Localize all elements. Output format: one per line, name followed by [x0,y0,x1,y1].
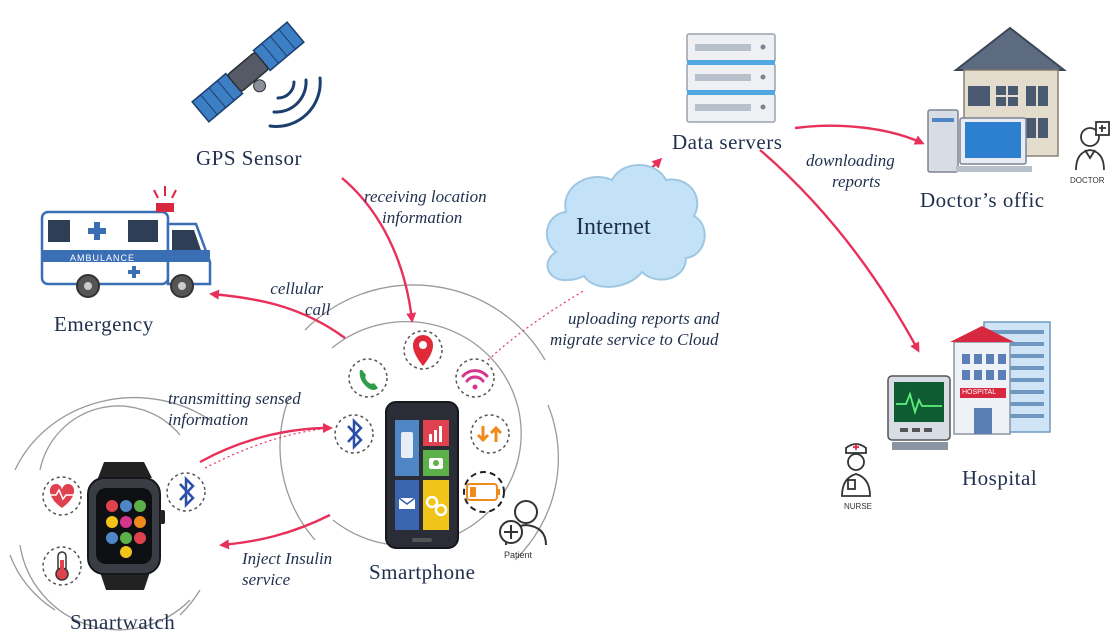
edge-line: transmitting sensed [168,389,301,408]
arrow-smartphone-to-watch [219,513,331,550]
smartwatch-icon [87,462,165,590]
edge-line: information [168,410,249,429]
edge-label-receiving-location: receiving location information [364,186,487,228]
patient-label: Patient [504,550,533,560]
edge-line: uploading reports and [568,309,720,328]
smartwatch-rings [9,396,211,631]
ambulance-text: AMBULANCE [70,253,136,263]
heart-monitor-icon [887,375,951,450]
satellite-icon [191,21,305,123]
edge-label-downloading-reports: downloading reports [806,150,895,192]
edge-label-uploading-reports: uploading reports and migrate service to… [550,308,719,350]
edge-line: call [305,300,331,319]
arrow-gps-to-smartphone [341,177,417,323]
bluetooth-icon [334,414,374,454]
phone-call-icon [348,358,388,398]
location-pin-icon [403,330,443,370]
arrow-watch-to-smartphone [199,423,333,464]
edge-label-transmitting-sensed: transmitting sensed information [168,388,301,430]
hospital-label: Hospital [962,466,1038,490]
edge-line: downloading [806,151,895,170]
arrow-smartphone-to-emergency [209,289,346,339]
smartphone-icon [385,401,459,549]
arrow-servers-to-doctor [794,124,925,145]
arrow-servers-to-hospital [759,149,920,353]
thermometer-icon [42,546,82,586]
cloud-icon [546,164,706,288]
smartphone-label: Smartphone [369,560,476,584]
edge-line: Inject Insulin [242,549,333,568]
doctor-label: DOCTOR [1070,176,1105,185]
internet-label: Internet [576,214,651,240]
heart-rate-icon [42,476,82,516]
hospital-sign-label: HOSPITAL [962,389,997,396]
edge-line: information [382,208,463,227]
battery-low-icon [463,471,505,513]
smartwatch-label: Smartwatch [70,610,176,634]
edge-label-cellular-call: cellular call [263,278,331,320]
patient-icon [499,500,547,546]
watch-bluetooth-icon [166,472,206,512]
hospital-building-icon [950,321,1051,435]
desktop-computer-icon [927,109,1032,173]
doctor-icon [1075,121,1110,171]
wifi-icon [455,358,495,398]
edge-line: receiving location [364,187,487,206]
ambulance-icon [40,186,212,298]
emergency-label: Emergency [54,312,154,336]
edge-line: reports [832,172,881,191]
dotted-links [204,289,586,469]
gps-sensor-label: GPS Sensor [196,146,302,170]
server-rack-icon [686,33,776,123]
data-servers-label: Data servers [672,130,783,154]
edge-line: migrate service to Cloud [550,330,719,349]
edge-line: cellular [270,279,324,298]
signal-waves-icon [268,76,322,128]
doctors-office-label: Doctor’s offic [920,188,1044,212]
edge-label-inject-insulin: Inject Insulin service [242,548,332,590]
nurse-label: NURSE [844,502,873,511]
edge-line: service [242,570,291,589]
nurse-icon [841,443,871,497]
data-transfer-icon [470,414,510,454]
